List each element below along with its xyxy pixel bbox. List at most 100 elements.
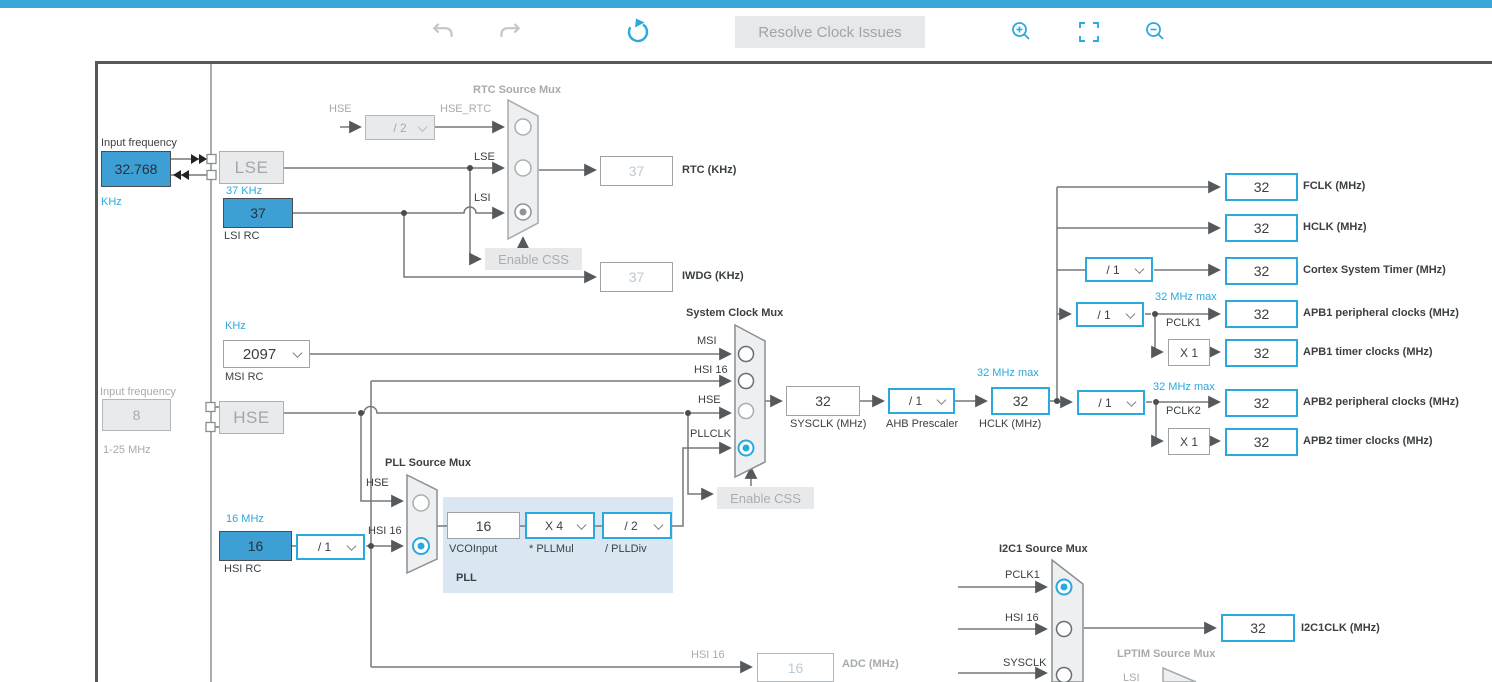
hclk-out-frequency-box[interactable]: 32 (1225, 214, 1298, 242)
resolve-clock-issues-button[interactable]: Resolve Clock Issues (735, 16, 925, 48)
pll-source-mux-title: PLL Source Mux (385, 457, 471, 469)
pll-mul-label: * PLLMul (529, 543, 574, 555)
sysmux-radio-hse[interactable] (737, 402, 755, 420)
pllmux-radio-hsi16-dot (417, 542, 425, 550)
apb1-timer-multiplier-box: X 1 (1168, 339, 1210, 366)
msi-rc-label: MSI RC (225, 371, 264, 383)
fclk-frequency-box[interactable]: 32 (1225, 173, 1298, 201)
fit-to-window-icon[interactable] (1077, 20, 1101, 44)
rtc-hse-label: HSE (329, 103, 352, 115)
apb1-max-label: 32 MHz max (1155, 291, 1217, 303)
i2c1-pclk1-label: PCLK1 (1005, 569, 1040, 581)
msi-range-dropdown[interactable]: 2097 (223, 340, 310, 368)
lse-input-frequency-label: Input frequency (101, 137, 177, 149)
sysmux-msi-label: MSI (697, 335, 717, 347)
i2c1-mux-radio-sysclk[interactable] (1055, 666, 1073, 682)
iwdg-frequency-label: IWDG (KHz) (682, 270, 744, 282)
lptim-source-mux (1162, 666, 1197, 682)
rtc-frequency-label: RTC (KHz) (682, 164, 737, 176)
sysmux-pllclk-label: PLLCLK (690, 428, 731, 440)
pll-vco-input-label: VCOInput (449, 543, 498, 555)
rtc-mux-radio-lse[interactable] (514, 159, 532, 177)
sys-enable-css-button[interactable]: Enable CSS (717, 487, 814, 509)
chevron-down-icon (346, 541, 357, 551)
lse-oscillator-box: LSE (219, 151, 284, 184)
ahb-prescaler-label: AHB Prescaler (886, 418, 959, 430)
sysclk-frequency-box[interactable]: 32 (786, 386, 860, 416)
lsi-value-box[interactable]: 37 (223, 198, 293, 228)
apb2-peripheral-label: APB2 peripheral clocks (MHz) (1303, 396, 1459, 408)
hsi-rc-label: HSI RC (224, 563, 262, 575)
hclk-out-label: HCLK (MHz) (1303, 221, 1367, 233)
rtc-frequency-box: 37 (600, 156, 673, 186)
pll-mul-dropdown[interactable]: X 4 (525, 512, 595, 539)
fclk-label: FCLK (MHz) (1303, 180, 1366, 192)
ahb-prescaler-dropdown[interactable]: / 1 (888, 388, 955, 414)
pll-vco-input-box[interactable]: 16 (447, 512, 520, 539)
hse-range-label: 1-25 MHz (103, 444, 151, 456)
hse-rtc-label: HSE_RTC (440, 103, 492, 115)
pll-source-mux (406, 473, 438, 575)
pll-block-label: PLL (456, 572, 477, 584)
pllmux-hsi16-label: HSI 16 (368, 525, 402, 537)
reset-view-icon[interactable] (623, 16, 653, 48)
diagram-canvas[interactable] (95, 61, 1492, 682)
pll-div-label: / PLLDiv (605, 543, 647, 555)
pll-div-dropdown[interactable]: / 2 (602, 512, 672, 539)
adc-frequency-box: 16 (757, 653, 834, 682)
apb2-timer-label: APB2 timer clocks (MHz) (1303, 435, 1433, 447)
msi-unit-label: KHz (225, 320, 246, 332)
rtc-source-mux (507, 98, 539, 241)
i2c1-source-mux-title: I2C1 Source Mux (999, 543, 1088, 555)
redo-icon[interactable] (496, 19, 522, 45)
sysmux-hse-label: HSE (698, 394, 721, 406)
cortex-prescaler-dropdown[interactable]: / 1 (1085, 257, 1153, 282)
zoom-out-icon[interactable] (1144, 20, 1168, 44)
adc-source-label: HSI 16 (691, 649, 725, 661)
system-clock-mux (734, 323, 766, 479)
pllmux-radio-hse[interactable] (412, 494, 430, 512)
pclk2-label: PCLK2 (1166, 405, 1201, 417)
pll-mul-value: X 4 (544, 518, 563, 533)
apb1-peripheral-label: APB1 peripheral clocks (MHz) (1303, 307, 1459, 319)
lse-input-frequency-field[interactable]: 32.768 (101, 151, 171, 187)
apb1-peripheral-frequency-box[interactable]: 32 (1225, 300, 1298, 328)
rtc-mux-radio-hse-rtc[interactable] (514, 118, 532, 136)
rtc-source-mux-title: RTC Source Mux (473, 84, 562, 96)
ahb-prescaler-value: / 1 (908, 394, 923, 408)
hclk-max-label: 32 MHz max (977, 367, 1039, 379)
i2c1clk-frequency-box[interactable]: 32 (1221, 614, 1295, 642)
hsi-divider-value: / 1 (317, 540, 332, 554)
apb1-prescaler-dropdown[interactable]: / 1 (1076, 302, 1144, 327)
chevron-down-icon (653, 519, 664, 530)
rtc-hse-divider-dropdown[interactable]: / 2 (365, 115, 435, 140)
cortex-timer-frequency-box[interactable]: 32 (1225, 257, 1298, 285)
sysmux-radio-msi[interactable] (737, 345, 755, 363)
chevron-down-icon (1125, 308, 1136, 319)
hsi-divider-dropdown[interactable]: / 1 (296, 534, 365, 560)
hsi-value-box[interactable]: 16 (219, 531, 292, 561)
apb2-peripheral-frequency-box[interactable]: 32 (1225, 389, 1298, 417)
hclk-label: HCLK (MHz) (979, 418, 1042, 430)
sysmux-radio-hsi16[interactable] (737, 372, 755, 390)
hsi-frequency-label: 16 MHz (226, 513, 264, 525)
hse-input-frequency-label: Input frequency (100, 386, 176, 398)
lse-pin (206, 169, 217, 181)
zoom-in-icon[interactable] (1010, 20, 1034, 44)
rtc-enable-css-button[interactable]: Enable CSS (485, 248, 582, 270)
undo-icon[interactable] (431, 19, 457, 45)
lse-unit-label: KHz (101, 196, 122, 208)
system-clock-mux-title: System Clock Mux (686, 307, 784, 319)
lptim-lsi-label: LSI (1123, 672, 1140, 682)
rtc-mux-radio-lsi-dot (519, 208, 527, 216)
chevron-down-icon (1126, 396, 1137, 407)
apb2-prescaler-dropdown[interactable]: / 1 (1077, 390, 1145, 415)
sysmux-radio-pllclk-dot (742, 444, 750, 452)
apb1-timer-frequency-box[interactable]: 32 (1225, 339, 1298, 367)
hclk-frequency-box[interactable]: 32 (991, 387, 1050, 415)
apb2-timer-frequency-box[interactable]: 32 (1225, 428, 1298, 456)
i2c1-mux-radio-hsi16[interactable] (1055, 620, 1073, 638)
rtc-hse-divider-value: / 2 (393, 120, 407, 135)
